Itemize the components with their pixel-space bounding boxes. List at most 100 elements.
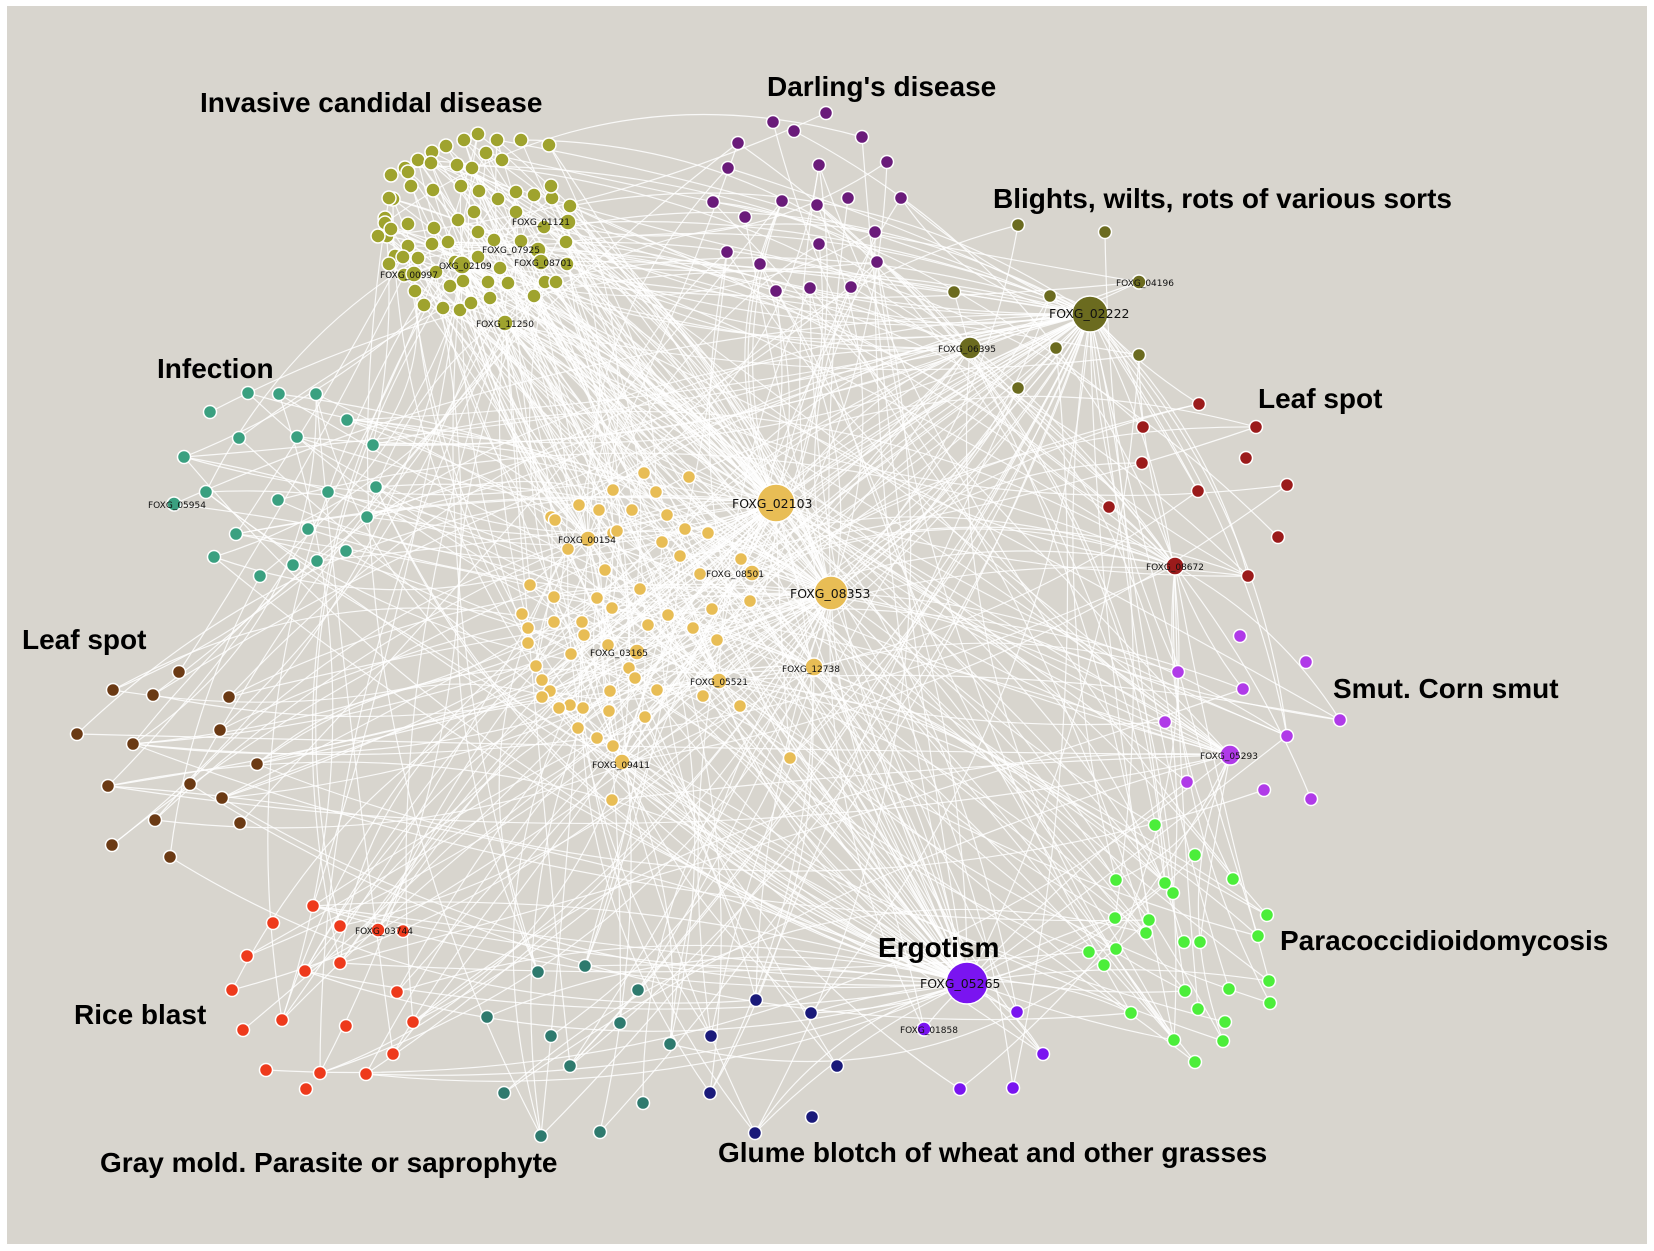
node-smut xyxy=(1332,712,1348,728)
node-paracocci xyxy=(1259,907,1275,923)
node-leafspot_l xyxy=(145,687,161,703)
node-foxg-02222 xyxy=(1071,295,1109,333)
network-edge xyxy=(235,245,409,535)
cluster-label-candida: Invasive candidal disease xyxy=(200,87,542,118)
network-edge xyxy=(365,982,968,1076)
node-graymold xyxy=(630,982,646,998)
network-edge xyxy=(586,167,729,540)
node-core xyxy=(589,590,605,606)
node-core xyxy=(520,635,536,651)
network-edge xyxy=(413,211,1091,315)
node-core xyxy=(600,637,616,653)
node-candida xyxy=(425,182,441,198)
node-candida xyxy=(486,232,502,248)
network-edge xyxy=(296,436,777,534)
network-edge xyxy=(759,263,968,984)
network-edge xyxy=(461,264,1341,721)
network-edge xyxy=(514,191,623,763)
node-foxg-08672 xyxy=(1165,556,1185,576)
node-candida xyxy=(562,198,578,214)
node-riceblast xyxy=(274,1012,290,1028)
network-edge xyxy=(584,964,968,984)
network-edge xyxy=(900,197,1091,315)
node-label-foxg-08672: FOXG_08672 xyxy=(1146,563,1204,573)
node-graymold xyxy=(533,1128,549,1144)
network-edge xyxy=(112,194,535,691)
node-graymold xyxy=(496,1085,512,1101)
node-candida xyxy=(490,191,506,207)
node-core xyxy=(709,632,725,648)
network-edge xyxy=(498,548,569,973)
node-candida xyxy=(559,256,575,272)
network-edge xyxy=(751,347,971,574)
node-candida xyxy=(508,204,524,220)
node-label-foxg-11250: FOXG_11250 xyxy=(476,320,534,330)
network-edge xyxy=(1197,754,1231,1042)
node-riceblast xyxy=(297,963,313,979)
node-paracocci xyxy=(1262,995,1278,1011)
network-edge xyxy=(744,200,783,504)
node-candida xyxy=(395,249,411,265)
network-edge xyxy=(205,490,720,682)
node-smut xyxy=(1179,774,1195,790)
node-candida xyxy=(456,132,472,148)
node-candida xyxy=(558,234,574,250)
network-edge xyxy=(609,550,1176,692)
network-edge xyxy=(1172,565,1271,1004)
network-edge xyxy=(541,696,968,984)
node-core xyxy=(591,502,607,518)
cluster-label-graymold: Gray mold. Parasite or saprophyte xyxy=(100,1147,558,1178)
node-core xyxy=(632,581,648,597)
node-foxg-08353 xyxy=(813,575,849,611)
network-edge xyxy=(874,231,968,984)
network-edge xyxy=(504,223,876,324)
node-infection xyxy=(289,429,305,445)
network-edge xyxy=(1089,313,1199,492)
network-edge xyxy=(412,753,1231,1023)
node-foxg-03165 xyxy=(628,643,646,661)
network-edge xyxy=(478,190,1341,721)
network-edge xyxy=(752,200,783,504)
node-foxg-05521 xyxy=(710,672,728,690)
network-edge xyxy=(366,261,878,518)
node-candida xyxy=(383,221,399,237)
node-leafspot_r xyxy=(1279,477,1295,493)
network-edge xyxy=(621,761,756,1134)
node-blights xyxy=(946,284,962,300)
network-edge xyxy=(304,281,1140,972)
node-core xyxy=(733,551,749,567)
node-core xyxy=(742,593,758,609)
network-edge xyxy=(345,550,609,646)
network-edge xyxy=(447,241,1249,577)
node-candida xyxy=(403,178,419,194)
node-darling xyxy=(809,197,825,213)
network-edge xyxy=(775,502,1166,884)
node-label-foxg-03165: FOXG_03165 xyxy=(590,649,648,659)
node-graymold xyxy=(592,1124,608,1140)
node-label-foxg-00997: FOXG_00997 xyxy=(380,271,438,281)
network-edge xyxy=(596,665,815,739)
node-core xyxy=(624,502,640,518)
network-edge xyxy=(346,419,713,610)
network-edge xyxy=(247,392,720,682)
network-edge xyxy=(339,688,1244,964)
node-candida xyxy=(428,264,444,280)
network-edge xyxy=(1174,565,1341,721)
network-edge xyxy=(527,627,1196,1063)
network-edge xyxy=(775,502,1044,1055)
network-edge xyxy=(386,235,878,272)
network-edge xyxy=(1089,313,1199,492)
network-edge xyxy=(388,197,1176,567)
network-edge xyxy=(598,509,815,668)
node-riceblast xyxy=(385,1046,401,1062)
network-edge xyxy=(504,322,1140,371)
cluster-label-darling: Darling's disease xyxy=(767,71,996,102)
network-edge xyxy=(366,313,1091,518)
node-darling xyxy=(786,123,802,139)
node-darling xyxy=(765,114,781,130)
network-edge xyxy=(169,575,261,858)
node-core xyxy=(640,617,656,633)
cluster-label-riceblast: Rice blast xyxy=(74,999,206,1030)
node-leafspot_r xyxy=(1190,483,1206,499)
